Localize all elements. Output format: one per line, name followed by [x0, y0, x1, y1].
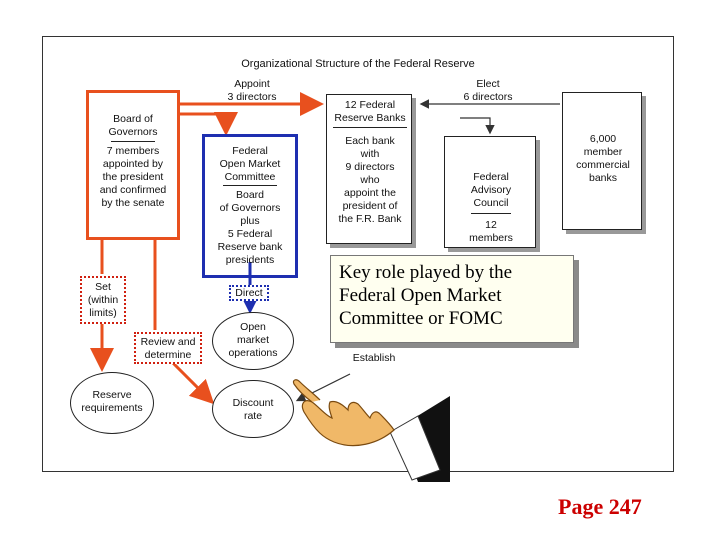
advisory-council-box: Federal Advisory Council 12 members	[444, 136, 536, 248]
pointing-hand-icon	[292, 379, 450, 482]
board-of-governors-box: Board of Governors 7 members appointed b…	[86, 90, 180, 240]
advisory-title: Federal Advisory Council	[470, 171, 512, 209]
review-label: Review and determine	[140, 336, 196, 361]
callout-line-3: Committee or FOMC	[339, 308, 503, 329]
open-market-operations-oval: Open market operations	[212, 312, 294, 370]
reserve-requirements-oval: Reserve requirements	[70, 372, 154, 434]
board-to-fomc-arrow	[180, 112, 238, 136]
fomc-desc: Board of Governors plus 5 Federal Reserv…	[217, 189, 283, 266]
key-role-callout: Key role played by the Federal Open Mark…	[330, 255, 574, 343]
reserve-banks-box: 12 Federal Reserve Banks Each bank with …	[326, 94, 412, 244]
elect-label: Elect 6 directors	[463, 78, 513, 103]
set-label-box: Set (within limits)	[80, 276, 126, 324]
review-to-discount-arrow	[170, 360, 215, 405]
discount-label: Discount rate	[232, 397, 274, 422]
reserve-banks-desc: Each bank with 9 directors who appoint t…	[338, 135, 402, 225]
commercial-banks-box: 6,000 member commercial banks	[562, 92, 642, 230]
advisory-divider	[471, 213, 511, 214]
fomc-divider	[223, 185, 277, 186]
review-label-box: Review and determine	[134, 332, 202, 364]
callout-line-1: Key role played by the	[339, 262, 513, 283]
appoint-label: Appoint 3 directors	[227, 78, 277, 103]
omo-label: Open market operations	[228, 321, 278, 359]
direct-label: Direct	[235, 287, 263, 299]
page-number: Page 247	[558, 494, 642, 519]
set-label: Set (within limits)	[87, 281, 119, 319]
reserve-banks-divider	[333, 127, 407, 128]
reserve-banks-title: 12 Federal Reserve Banks	[334, 99, 406, 124]
board-desc: 7 members appointed by the president and…	[99, 145, 167, 209]
commercial-label: 6,000 member commercial banks	[576, 133, 630, 184]
banks-to-council-arrow	[460, 117, 495, 135]
advisory-desc: 12 members	[469, 219, 513, 244]
direct-label-box: Direct	[229, 285, 269, 301]
fomc-title: Federal Open Market Committee	[219, 145, 281, 183]
board-title: Board of Governors	[108, 113, 158, 138]
board-divider	[111, 141, 155, 142]
establish-label: Establish	[352, 352, 396, 364]
diagram-title: Organizational Structure of the Federal …	[241, 58, 475, 70]
discount-rate-oval: Discount rate	[212, 380, 294, 438]
callout-line-2: Federal Open Market	[339, 285, 502, 306]
fomc-box: Federal Open Market Committee Board of G…	[202, 134, 298, 278]
reserve-req-label: Reserve requirements	[81, 389, 143, 414]
